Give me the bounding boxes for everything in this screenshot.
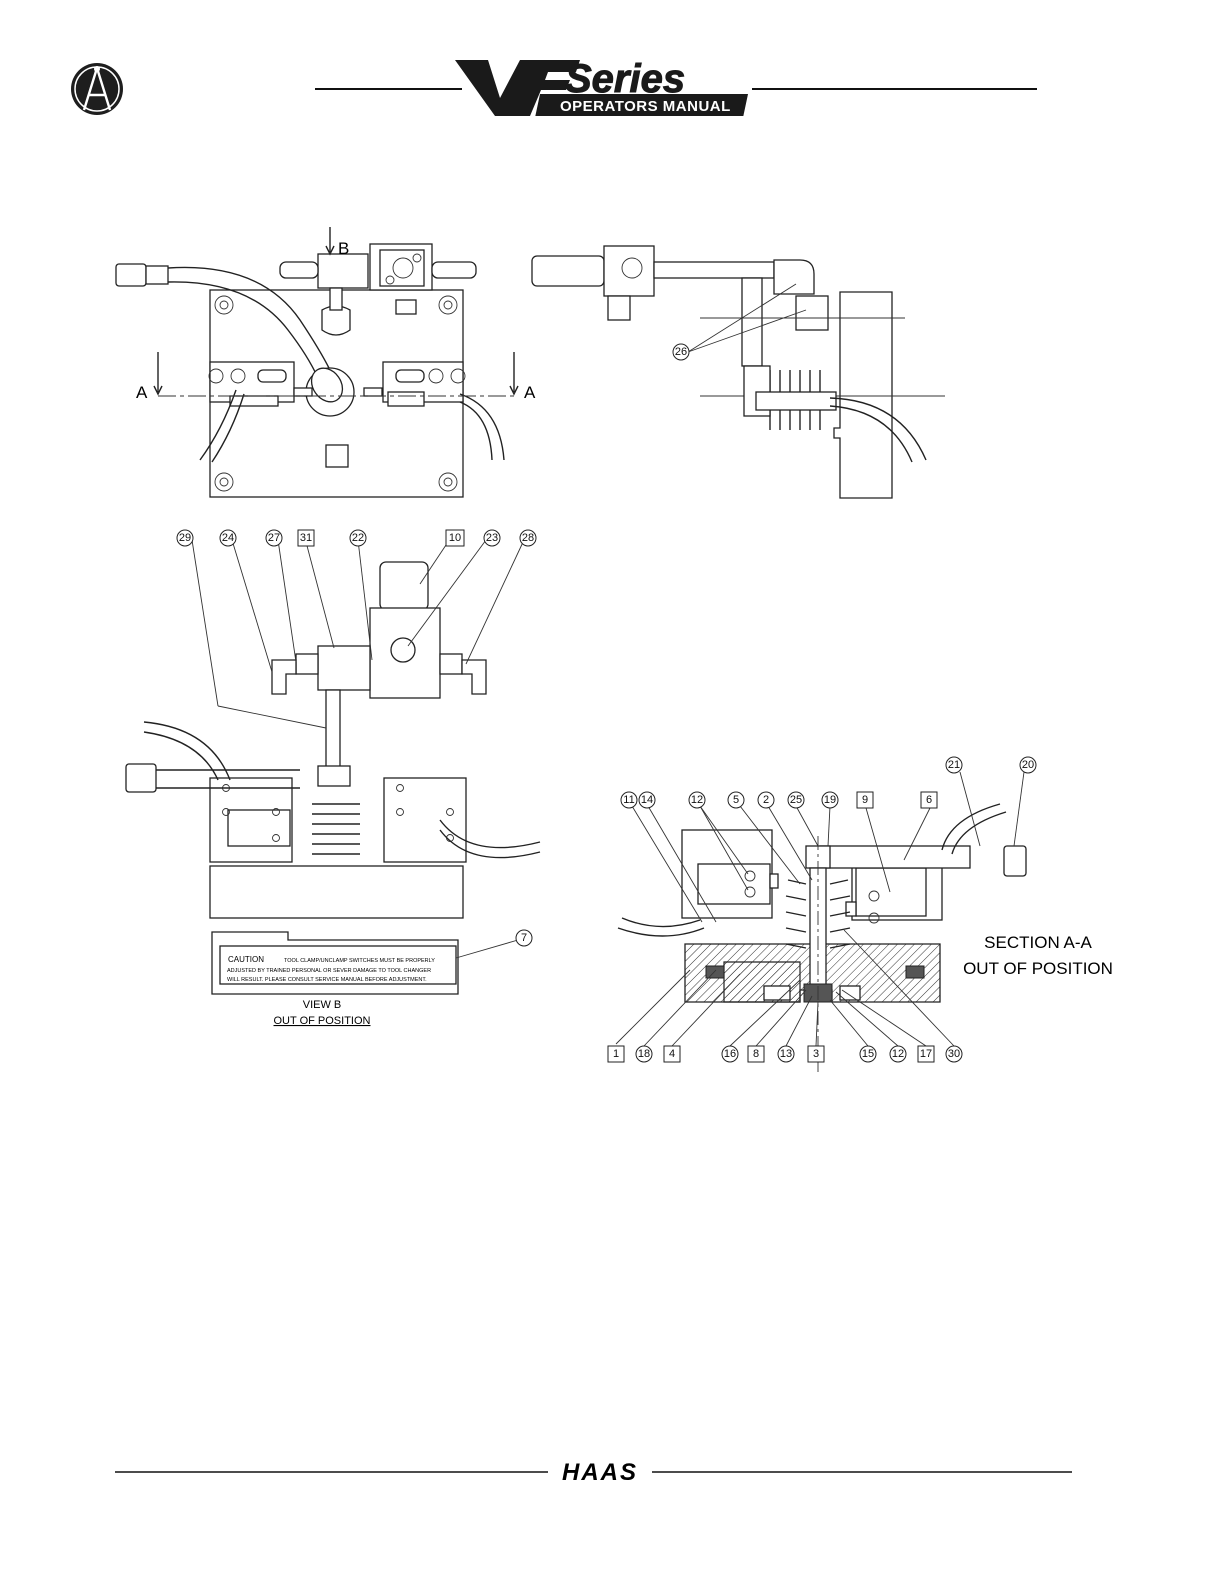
- callout-22: 22: [352, 532, 364, 544]
- top-right-view: 26: [531, 245, 945, 499]
- callout-20: 20: [1022, 759, 1034, 771]
- logo-operators-manual: OPERATORS MANUAL: [560, 98, 731, 115]
- compass-logo-icon: [71, 63, 123, 115]
- callout-7: 7: [521, 932, 527, 944]
- logo-vf: VF: [470, 103, 472, 105]
- callout-21: 21: [948, 759, 960, 771]
- callout-16: 16: [724, 1048, 736, 1060]
- vf-series-logo: Series OPERATORS MANUAL VF: [455, 57, 749, 116]
- arrow-b-label: B: [338, 239, 349, 258]
- callout-8: 8: [753, 1048, 759, 1060]
- callout-13: 13: [780, 1048, 792, 1060]
- callout-17: 17: [920, 1048, 932, 1060]
- callout-14: 14: [641, 794, 653, 806]
- callout-23: 23: [486, 532, 498, 544]
- callout-29: 29: [179, 532, 191, 544]
- callout-26: 26: [675, 346, 687, 358]
- callout-12-top: 12: [691, 794, 703, 806]
- callout-25: 25: [790, 794, 802, 806]
- callout-12-bottom: 12: [892, 1048, 904, 1060]
- callout-11: 11: [623, 794, 634, 806]
- section-a-right-label: A: [524, 383, 536, 402]
- view-b: CAUTION TOOL CLAMP/UNCLAMP SWITCHES MUST…: [125, 529, 541, 1027]
- callout-3: 3: [813, 1048, 819, 1060]
- callout-6: 6: [926, 794, 932, 806]
- header: Series OPERATORS MANUAL VF: [71, 57, 1037, 116]
- view-b-subtitle: OUT OF POSITION: [274, 1015, 371, 1027]
- callout-10: 10: [449, 532, 461, 544]
- top-left-view: B A A: [115, 227, 536, 498]
- view-b-title: VIEW B: [303, 999, 342, 1011]
- callout-31: 31: [300, 532, 312, 544]
- callout-5: 5: [733, 794, 739, 806]
- callout-28: 28: [522, 532, 534, 544]
- callout-19: 19: [824, 794, 836, 806]
- section-title: SECTION A-A: [984, 933, 1092, 952]
- caution-label: CAUTION: [228, 955, 264, 964]
- callout-4: 4: [669, 1048, 675, 1060]
- callout-30: 30: [948, 1048, 960, 1060]
- callout-1: 1: [613, 1048, 619, 1060]
- callout-15: 15: [862, 1048, 874, 1060]
- callout-9: 9: [862, 794, 868, 806]
- caution-line-3: WILL RESULT. PLEASE CONSULT SERVICE MANU…: [227, 977, 427, 983]
- haas-logo: HAAS: [562, 1459, 638, 1486]
- callout-2: 2: [763, 794, 769, 806]
- caution-line-2: ADJUSTED BY TRAINED PERSONAL OR SEVER DA…: [227, 968, 431, 974]
- footer: HAAS: [115, 1459, 1072, 1486]
- caution-line-1: TOOL CLAMP/UNCLAMP SWITCHES MUST BE PROP…: [284, 958, 435, 964]
- section-subtitle: OUT OF POSITION: [963, 959, 1113, 978]
- section-a-a-view: SECTION A-A OUT OF POSITION: [607, 756, 1113, 1072]
- callout-27: 27: [268, 532, 280, 544]
- section-a-left-label: A: [136, 383, 148, 402]
- callout-18: 18: [638, 1048, 650, 1060]
- callout-24: 24: [222, 532, 234, 544]
